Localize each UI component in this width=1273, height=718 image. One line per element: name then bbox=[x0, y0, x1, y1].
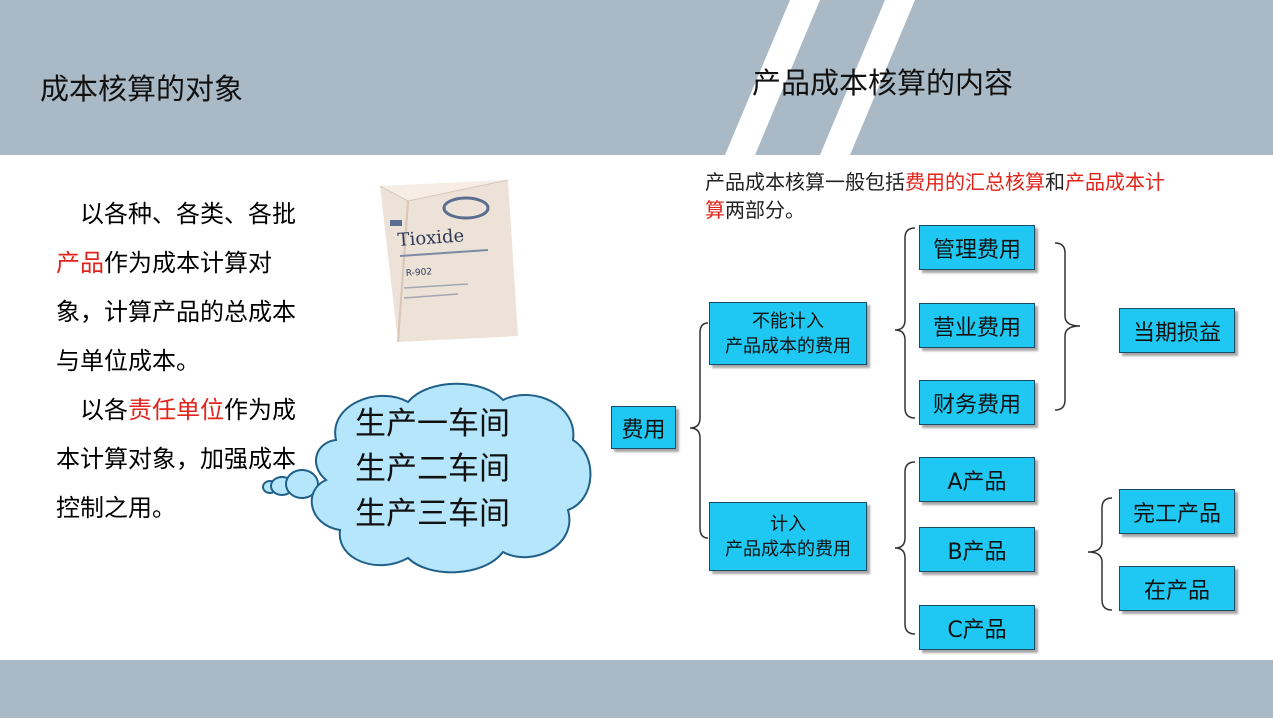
highlight-responsibility-unit: 责任单位 bbox=[128, 396, 224, 424]
box-work-in-progress: 在产品 bbox=[1119, 566, 1235, 611]
decorative-stripes bbox=[725, 0, 915, 155]
highlight-expense-summary: 费用的汇总核算 bbox=[905, 170, 1045, 194]
workshop-1: 生产一车间 bbox=[355, 406, 510, 442]
box-product-a: A产品 bbox=[919, 457, 1035, 502]
box-expenses-root: 费用 bbox=[611, 406, 676, 449]
box-financial-expense: 财务费用 bbox=[919, 380, 1035, 425]
left-description: 以各种、各类、各批产品作为成本计算对象，计算产品的总成本与单位成本。 以各责任单… bbox=[56, 190, 306, 533]
box-management-expense: 管理费用 bbox=[919, 225, 1035, 270]
cloud-text: 生产一车间 生产二车间 生产三车间 bbox=[355, 402, 510, 537]
box-product-c: C产品 bbox=[919, 605, 1035, 650]
header-band bbox=[0, 0, 1273, 155]
box-non-inclusive-costs: 不能计入 产品成本的费用 bbox=[709, 302, 867, 365]
highlight-product: 产品 bbox=[56, 249, 104, 277]
workshop-3: 生产三车间 bbox=[355, 496, 510, 532]
product-bag-image: Tioxide R-902 bbox=[379, 179, 518, 343]
bag-brand-text: Tioxide bbox=[397, 225, 465, 251]
highlight-cost-calculation: 产品成本计算 bbox=[705, 170, 1165, 222]
workshop-cloud bbox=[262, 382, 592, 574]
description-paragraph-product: 以各种、各类、各批产品作为成本计算对象，计算产品的总成本与单位成本。 bbox=[56, 200, 296, 375]
box-current-profit-loss: 当期损益 bbox=[1119, 308, 1235, 353]
box-sales-expense: 营业费用 bbox=[919, 303, 1035, 348]
bag-model-text: R-902 bbox=[406, 267, 433, 279]
right-title: 产品成本核算的内容 bbox=[752, 66, 1014, 100]
box-inclusive-costs: 计入 产品成本的费用 bbox=[709, 502, 867, 571]
box-finished-products: 完工产品 bbox=[1119, 489, 1235, 534]
box-product-b: B产品 bbox=[919, 527, 1035, 572]
footer-band bbox=[0, 660, 1273, 718]
intro-text: 产品成本核算一般包括费用的汇总核算和产品成本计算两部分。 bbox=[705, 170, 1165, 222]
left-title: 成本核算的对象 bbox=[40, 72, 244, 106]
workshop-2: 生产二车间 bbox=[355, 451, 510, 487]
description-paragraph-unit: 以各责任单位作为成本计算对象，加强成本控制之用。 bbox=[56, 396, 296, 522]
